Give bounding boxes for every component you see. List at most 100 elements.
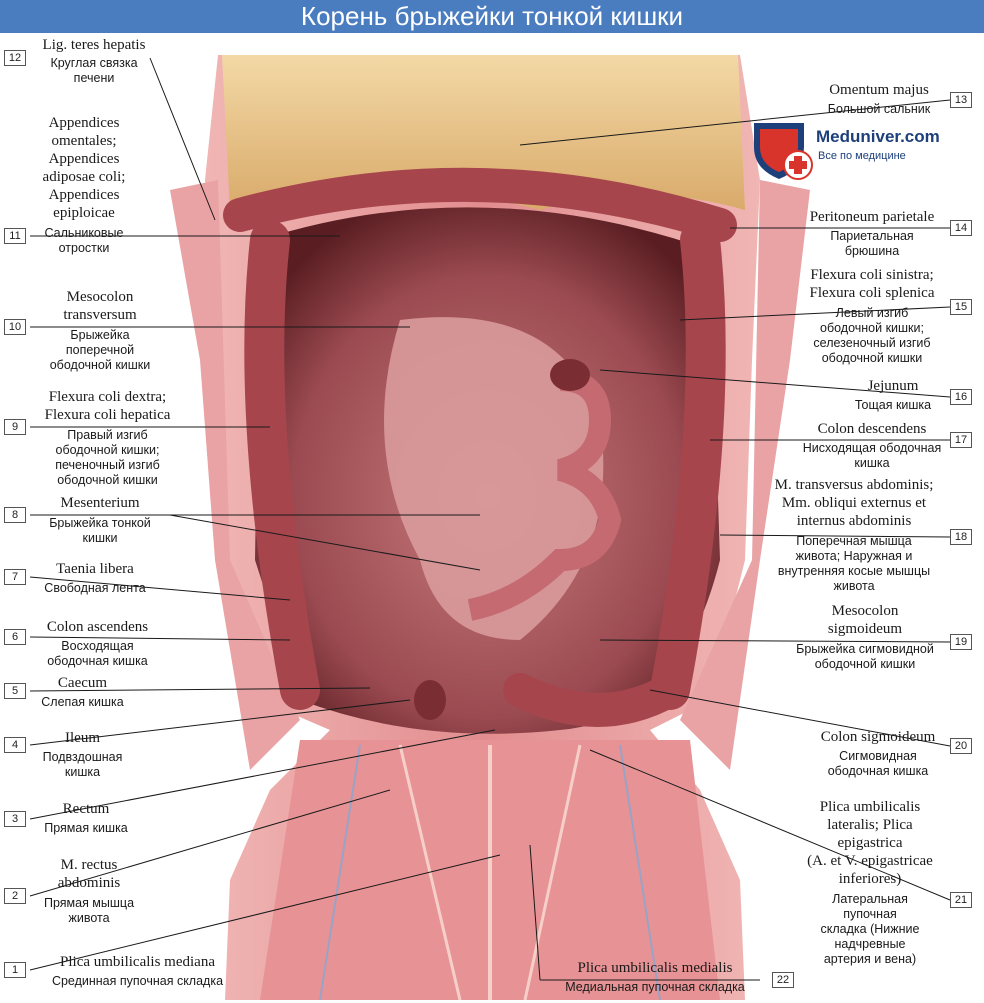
label-8-russian: Брыжейка тонкой	[49, 516, 151, 530]
descending-colon	[650, 220, 726, 710]
label-20-russian: ободочная кишка	[827, 764, 929, 778]
label-number-12: 12	[4, 50, 26, 66]
label-16-latin: Jejunum	[867, 378, 919, 394]
label-15-latin: Flexura coli splenica	[809, 285, 935, 301]
label-18-latin: M. transversus abdominis;	[774, 477, 934, 493]
logo-subtitle: Все по медицине	[818, 150, 906, 162]
peritoneum-right	[680, 180, 810, 770]
label-13-latin: Omentum majus	[829, 82, 929, 98]
label-15-latin: Flexura coli sinistra;	[810, 267, 934, 283]
label-16-russian: Тощая кишка	[854, 398, 932, 412]
label-number-10: 10	[4, 319, 26, 335]
label-18: M. transversus abdominis; Mm. obliqui ex…	[758, 476, 950, 594]
label-number-8: 8	[4, 507, 26, 523]
label-4-russian: кишка	[64, 765, 101, 779]
label-22-latin: Plica umbilicalis medialis	[577, 960, 733, 976]
label-21-latin: (A. et V. epigastricae	[807, 853, 933, 869]
label-22-russian: Медиальная пупочная складка	[565, 980, 745, 994]
label-2-latin: M. rectus	[60, 857, 118, 873]
anatomical-illustration	[29, 55, 951, 1001]
label-4-latin: Ileum	[65, 730, 100, 746]
label-21-latin: epigastrica	[837, 835, 903, 851]
label-11-latin: Appendices	[48, 115, 120, 131]
label-9-russian: ободочной кишки	[57, 473, 158, 487]
label-2: M. rectus abdominis Прямая мышца живота	[30, 856, 148, 926]
label-9: Flexura coli dextra; Flexura coli hepati…	[30, 388, 185, 488]
label-9-latin: Flexura coli dextra;	[48, 389, 167, 405]
shield-cross-icon	[754, 123, 813, 180]
epigastric-vessel-right	[619, 744, 661, 1001]
label-6-latin: Colon ascendens	[46, 619, 149, 635]
label-10-latin: transversum	[63, 307, 137, 323]
label-11-russian: Сальниковые	[44, 226, 124, 240]
label-21: Plica umbilicalis lateralis; Plica epiga…	[790, 798, 950, 967]
meduniver-logo: Meduniver.com Все по медицине	[748, 117, 968, 187]
jejunum-cut	[550, 359, 590, 391]
label-13: Omentum majus Большой сальник	[810, 81, 948, 117]
label-9-russian: ободочной кишки;	[55, 443, 160, 457]
label-12-russian: Круглая связка	[50, 56, 138, 70]
label-22: Plica umbilicalis medialis Медиальная пу…	[545, 959, 765, 995]
label-5-latin: Caecum	[57, 675, 108, 691]
plica-medialis-right	[523, 744, 582, 1001]
label-number-9: 9	[4, 419, 26, 435]
label-18-russian: внутренняя косые мышцы	[777, 564, 931, 578]
label-13-russian: Большой сальник	[827, 102, 931, 116]
page-title: Корень брыжейки тонкой кишки	[300, 1, 684, 31]
label-12-russian: печени	[73, 71, 115, 85]
label-9-russian: печеночный изгиб	[55, 458, 160, 472]
label-18-latin: Mm. obliqui externus et	[781, 495, 927, 511]
label-15-russian: ободочной кишки	[821, 351, 923, 365]
epigastric-vessel-left	[319, 744, 361, 1001]
label-21-russian: Латеральная	[832, 892, 908, 906]
label-20-russian: Сигмовидная	[839, 749, 917, 763]
label-10-latin: Mesocolon	[66, 289, 134, 305]
label-8-russian: кишки	[82, 531, 118, 545]
logo-name: Meduniver.com	[816, 127, 940, 146]
label-number-2: 2	[4, 888, 26, 904]
label-11-latin: epiploicae	[53, 205, 115, 221]
label-9-russian: Правый изгиб	[67, 428, 148, 442]
label-10-russian: поперечной	[65, 343, 135, 357]
label-15-russian: Левый изгиб	[835, 306, 909, 320]
label-19-latin: sigmoideum	[827, 621, 903, 637]
label-1-latin: Plica umbilicalis mediana	[60, 954, 215, 970]
label-21-russian: надчревные	[834, 937, 906, 951]
label-14-russian: Париетальная	[830, 229, 914, 243]
label-12-latin: Lig. teres hepatis	[42, 37, 146, 53]
label-17-russian: кишка	[854, 456, 890, 470]
label-4-russian: Подвздошная	[42, 750, 123, 764]
leader-lines	[29, 57, 951, 981]
label-15-russian: ободочной кишки;	[820, 321, 924, 335]
label-7-russian: Свободная лента	[44, 581, 146, 595]
label-2-russian: Прямая мышца	[43, 896, 135, 910]
label-17-russian: Нисходящая ободочная	[802, 441, 942, 455]
label-2-russian: живота	[68, 911, 110, 925]
label-19-latin: Mesocolon	[831, 603, 899, 619]
label-number-5: 5	[4, 683, 26, 699]
label-14-russian: брюшина	[844, 244, 900, 258]
title-bar	[0, 0, 984, 33]
label-21-latin: lateralis; Plica	[827, 817, 913, 833]
label-number-16: 16	[950, 389, 972, 405]
label-number-20: 20	[950, 738, 972, 754]
label-3: Rectum Прямая кишка	[30, 800, 142, 836]
ascending-colon	[244, 220, 320, 710]
label-6-russian: ободочная кишка	[47, 654, 148, 668]
label-20: Colon sigmoideum Сигмовидная ободочная к…	[806, 728, 950, 779]
label-number-3: 3	[4, 811, 26, 827]
label-1-russian: Срединная пупочная складка	[51, 974, 224, 988]
label-21-russian: артерия и вена)	[823, 952, 917, 966]
label-7: Taenia libera Свободная лента	[30, 560, 160, 596]
label-11-latin: adiposae coli;	[42, 169, 126, 185]
label-11-latin: Appendices	[48, 151, 120, 167]
label-2-latin: abdominis	[57, 875, 121, 891]
label-21-russian: пупочная	[843, 907, 897, 921]
label-11-latin: Appendices	[48, 187, 120, 203]
label-9-latin: Flexura coli hepatica	[44, 407, 171, 423]
label-12: Lig. teres hepatis Круглая связка печени	[30, 36, 158, 86]
label-21-latin: inferiores)	[838, 871, 902, 887]
label-number-13: 13	[950, 92, 972, 108]
label-5-russian: Слепая кишка	[41, 695, 124, 709]
label-number-18: 18	[950, 529, 972, 545]
